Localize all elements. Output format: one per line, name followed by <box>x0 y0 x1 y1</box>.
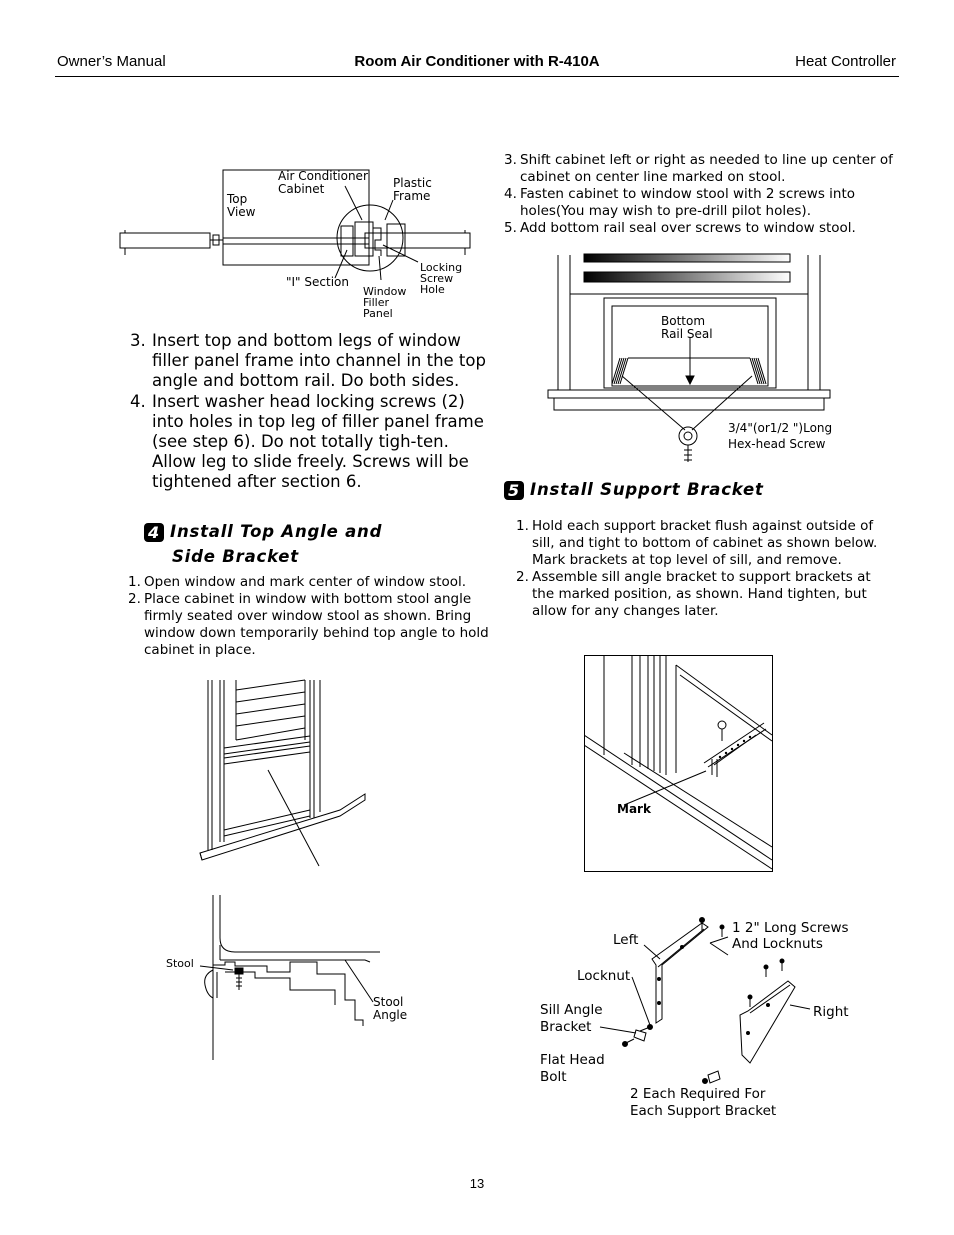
section-4-step-2: 2.Place cabinet in window with bottom st… <box>128 591 489 658</box>
section-4-badge: 4 <box>144 523 164 542</box>
label-i-section: "I" Section <box>286 275 349 289</box>
brackets-figure <box>599 917 811 1084</box>
section-5-badge: 5 <box>504 481 524 500</box>
right-step-3: 3.Shift cabinet left or right as needed … <box>504 152 893 185</box>
step-3: 3.Insert top and bottom legs of window f… <box>130 331 486 391</box>
rail-seal-figure <box>547 253 831 462</box>
left-steps: 3.Insert top and bottom legs of window f… <box>130 331 490 493</box>
label-left: Left <box>613 932 639 948</box>
document-title: Room Air Conditioner with R-410A <box>354 53 600 70</box>
stool-section-figure <box>199 895 380 1060</box>
label-locknut: Locknut <box>577 968 631 984</box>
right-steps: 3.Shift cabinet left or right as needed … <box>504 152 894 237</box>
mark-figure <box>584 655 773 872</box>
section-4-step-1: 1.Open window and mark center of window … <box>128 574 467 590</box>
section-5-step-2: 2.Assemble sill angle bracket to support… <box>516 569 871 619</box>
top-view-figure <box>119 169 471 281</box>
page-number: 13 <box>469 1176 485 1191</box>
step-4: 4.Insert washer head locking screws (2) … <box>130 391 484 492</box>
window-sash-figure <box>199 679 366 867</box>
header-rule <box>55 76 899 77</box>
header-brand: Heat Controller <box>795 53 896 70</box>
right-step-5: 5.Add bottom rail seal over screws to wi… <box>504 220 856 236</box>
section-5-steps: 1.Hold each support bracket flush agains… <box>516 518 886 620</box>
label-mark: Mark <box>617 802 651 816</box>
label-stool: Stool <box>166 957 194 970</box>
section-5-step-1: 1.Hold each support bracket flush agains… <box>516 518 878 568</box>
header-left: Owner’s Manual <box>57 53 166 70</box>
right-step-4: 4.Fasten cabinet to window stool with 2 … <box>504 186 856 219</box>
label-right: Right <box>813 1004 849 1020</box>
section-4-title-line2: Side Bracket <box>172 547 299 566</box>
section-4-steps: 1.Open window and mark center of window … <box>128 574 500 659</box>
